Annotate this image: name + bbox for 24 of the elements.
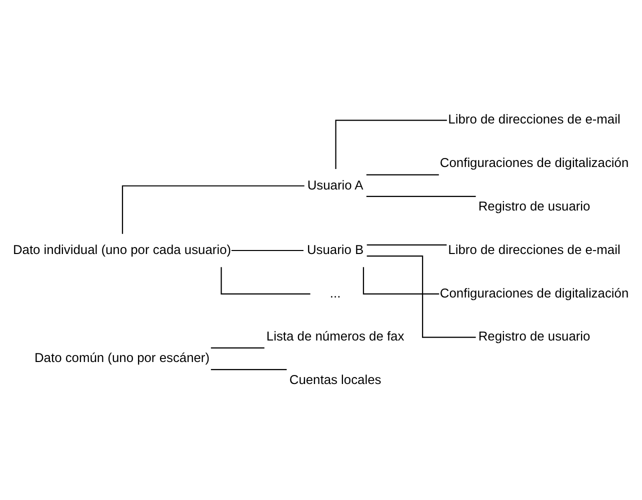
- connector: [210, 346, 264, 348]
- node-text: Dato individual (uno por cada usuario): [12, 241, 232, 256]
- connector: [366, 254, 476, 338]
- node-text: Dato común (uno por escáner): [34, 349, 210, 364]
- connector: [366, 174, 439, 175]
- connector: [231, 249, 304, 251]
- connector: [335, 119, 447, 168]
- connector: [362, 266, 440, 294]
- connector: [366, 195, 476, 197]
- node-text: Registro de usuario: [478, 328, 590, 344]
- node-text: Configuraciones de digitalización: [440, 284, 629, 300]
- node-text: Registro de usuario: [478, 198, 590, 214]
- connector: [210, 368, 287, 370]
- node-text: ...: [330, 284, 341, 300]
- connector: [122, 184, 304, 234]
- node-text: Usuario B: [306, 241, 364, 256]
- connector: [220, 266, 310, 294]
- node-text: Configuraciones de digitalización: [440, 154, 629, 170]
- node-text: Usuario A: [307, 176, 364, 192]
- node-text: Cuentas locales: [289, 372, 382, 387]
- node-text: Lista de números de fax: [266, 328, 404, 344]
- node-text: Libro de direcciones de e-mail: [448, 111, 620, 126]
- node-text: Libro de direcciones de e-mail: [448, 241, 620, 256]
- connector: [366, 244, 447, 246]
